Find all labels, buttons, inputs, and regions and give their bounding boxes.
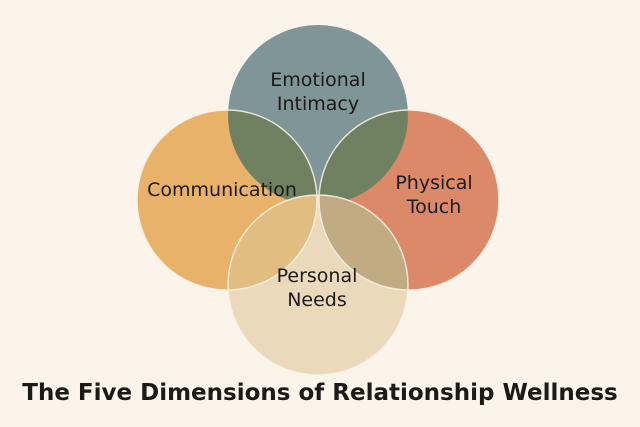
overlap-bottom-left bbox=[228, 195, 317, 290]
outline-right bbox=[318, 109, 500, 291]
label-line: Personal bbox=[276, 265, 358, 287]
label-line: Needs bbox=[287, 289, 347, 311]
label-line: Communication bbox=[147, 179, 297, 201]
outline-left bbox=[136, 109, 318, 291]
label-emotional-intimacy: Emotional Intimacy bbox=[270, 68, 365, 116]
diagram-title: The Five Dimensions of Relationship Well… bbox=[22, 380, 618, 406]
label-line: Physical bbox=[395, 172, 473, 194]
label-line: Touch bbox=[406, 196, 462, 218]
outline-bottom bbox=[227, 194, 409, 376]
label-line: Intimacy bbox=[276, 93, 360, 115]
overlap-top-left bbox=[228, 110, 317, 205]
overlap-bottom-right bbox=[319, 195, 408, 290]
label-personal-needs: Personal Needs bbox=[277, 264, 358, 312]
label-physical-touch: Physical Touch bbox=[395, 171, 472, 219]
label-line: Emotional bbox=[270, 69, 366, 91]
overlap-top-right bbox=[319, 110, 408, 205]
label-communication: Communication bbox=[147, 178, 297, 202]
